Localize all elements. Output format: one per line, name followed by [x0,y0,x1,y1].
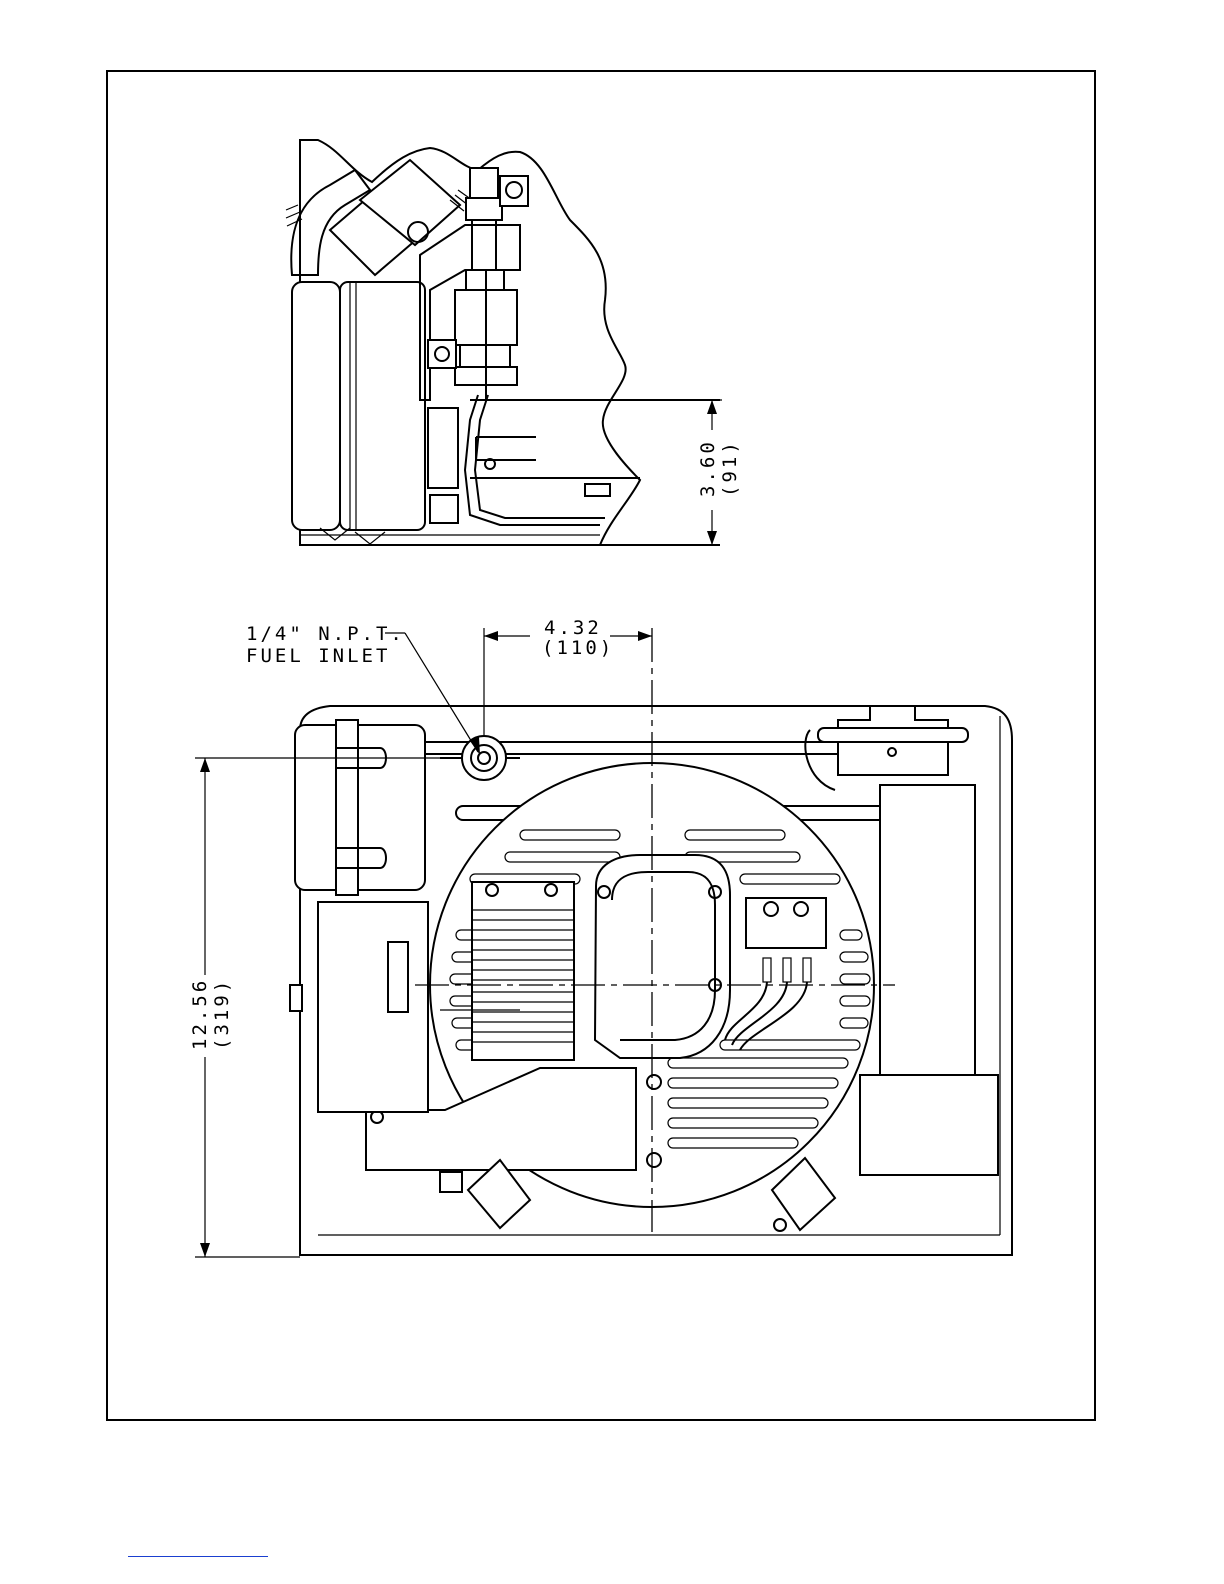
dimension-label-inlet-offset: 4.32 [544,617,602,639]
dimension-metric-inlet-offset: (110) [542,637,614,659]
callout-fuel-inlet-label: FUEL INLET [246,645,390,667]
dimension-metric-height-front: (319) [211,978,233,1050]
dimension-label-height-front: 12.56 [189,978,211,1050]
front-view [290,628,1012,1255]
side-view [286,140,720,545]
dimension-3-60: 3.60 (91) [602,400,741,545]
callout-fuel-inlet-size: 1/4" N.P.T. [246,623,405,645]
dimension-4-32: 4.32 (110) [484,616,652,736]
dimension-label-height-side: 3.60 [697,439,719,497]
footer-rule [128,1556,268,1557]
dimension-metric-height-side: (91) [719,439,741,497]
